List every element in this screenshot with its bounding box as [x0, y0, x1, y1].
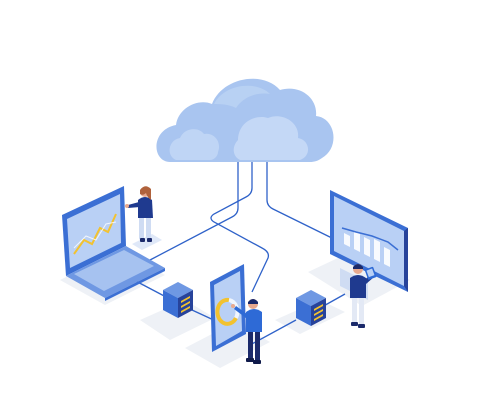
- tablet-donut-chart: [215, 297, 238, 326]
- cloud-icon: [156, 78, 334, 162]
- monitor-bar-chart: [344, 231, 390, 267]
- server-icon: [163, 282, 193, 318]
- person-man-tablet: [231, 299, 262, 364]
- laptop-icon: [62, 186, 165, 301]
- line-cloud-to-laptop: [149, 162, 239, 261]
- line-cloud-to-monitor: [266, 162, 341, 243]
- server-icon: [296, 290, 326, 326]
- person-woman: [125, 186, 162, 250]
- person-man-monitor: [350, 264, 377, 328]
- laptop-chart-line: [73, 213, 117, 255]
- line-cloud-to-tablet: [210, 162, 270, 293]
